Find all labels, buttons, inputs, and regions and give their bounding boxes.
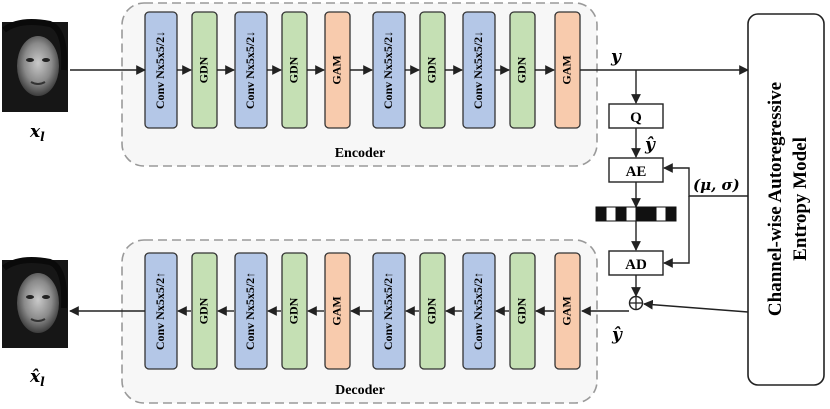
- y-label: y: [610, 47, 622, 67]
- encoder-gam-label-5: GAM: [329, 55, 343, 84]
- bit-cell-1: [595, 206, 607, 222]
- entropy-model-line1: Channel-wise Autoregressive: [765, 82, 786, 316]
- output-image: [2, 257, 68, 348]
- entropy-model-line2: Entropy Model: [790, 137, 811, 261]
- encoder-conv-label-3: Conv Nx5x5/2↓: [243, 31, 257, 109]
- output-label: x̂l: [29, 367, 45, 389]
- decoder-gdn-block-7: [419, 252, 446, 370]
- ad-label: AD: [625, 257, 647, 273]
- bit-cell-7: [655, 206, 667, 222]
- y-hat-label-bottom: ŷ: [611, 325, 623, 345]
- bit-cell-3: [615, 206, 627, 222]
- decoder-gam-block-5: [324, 252, 351, 370]
- decoder-gam-block-10: [554, 252, 581, 370]
- encoder-gdn-label-2: GDN: [196, 56, 210, 83]
- encoder-gam-label-10: GAM: [559, 55, 573, 84]
- decoder-conv-label-8: Conv Nx5x5/2↑: [471, 272, 485, 350]
- decoder-gdn-label-9: GDN: [514, 297, 528, 324]
- bit-cell-5: [635, 206, 647, 222]
- encoder-gdn-label-9: GDN: [514, 56, 528, 83]
- decoder-conv-block-3: [234, 252, 268, 370]
- bit-cell-2: [605, 206, 617, 222]
- decoder-gdn-block-4: [281, 252, 308, 370]
- decoder-conv-block-8: [462, 252, 496, 370]
- decoder-gdn-block-9: [509, 252, 536, 370]
- bit-cell-8: [665, 206, 677, 222]
- decoder-gdn-label-4: GDN: [286, 297, 300, 324]
- encoder-gdn-label-7: GDN: [424, 56, 438, 83]
- decoder-gam-label-5: GAM: [329, 296, 343, 325]
- encoder-label: Encoder: [335, 146, 386, 161]
- input-image: [2, 19, 68, 112]
- ae-label: AE: [626, 164, 647, 180]
- encoder-conv-label-1: Conv Nx5x5/2↓: [153, 31, 167, 109]
- decoder-gdn-label-7: GDN: [424, 297, 438, 324]
- decoder-conv-label-1: Conv Nx5x5/2↑: [153, 272, 167, 350]
- decoder-gdn-label-2: GDN: [196, 297, 210, 324]
- encoder-blocks: Conv Nx5x5/2↓ GDN Conv Nx5x5/2↓ GDN GAM Conv …: [144, 11, 581, 129]
- decoder-conv-label-3: Conv Nx5x5/2↑: [243, 272, 257, 350]
- quantizer-label: Q: [630, 110, 642, 126]
- mu-sigma-label: (μ, σ): [693, 176, 740, 194]
- decoder-blocks: Conv Nx5x5/2↑ GDN Conv Nx5x5/2↑ GDN GAM Conv …: [144, 252, 581, 370]
- params-line: [663, 163, 748, 197]
- y-hat-label-top: ŷ: [644, 135, 656, 155]
- bitstream: [595, 206, 677, 222]
- decoder-gdn-block-2: [191, 252, 218, 370]
- params-line-ad: [663, 196, 690, 268]
- decoder-label: Decoder: [335, 383, 385, 398]
- decoder-conv-block-6: [372, 252, 406, 370]
- encoder-conv-label-6: Conv Nx5x5/2↓: [381, 31, 395, 109]
- decoder-conv-label-6: Conv Nx5x5/2↑: [381, 272, 395, 350]
- ae-box: [608, 157, 664, 183]
- entropy-model-box: [747, 13, 825, 386]
- encoder-conv-label-8: Conv Nx5x5/2↓: [471, 31, 485, 109]
- bit-cell-4: [625, 206, 637, 222]
- encoder-gdn-label-4: GDN: [286, 56, 300, 83]
- input-label: xl: [29, 122, 45, 144]
- entropy-to-plus: [643, 299, 749, 313]
- decoder-gam-label-10: GAM: [559, 296, 573, 325]
- bit-cell-6: [645, 206, 657, 222]
- quantizer-box: [608, 103, 664, 129]
